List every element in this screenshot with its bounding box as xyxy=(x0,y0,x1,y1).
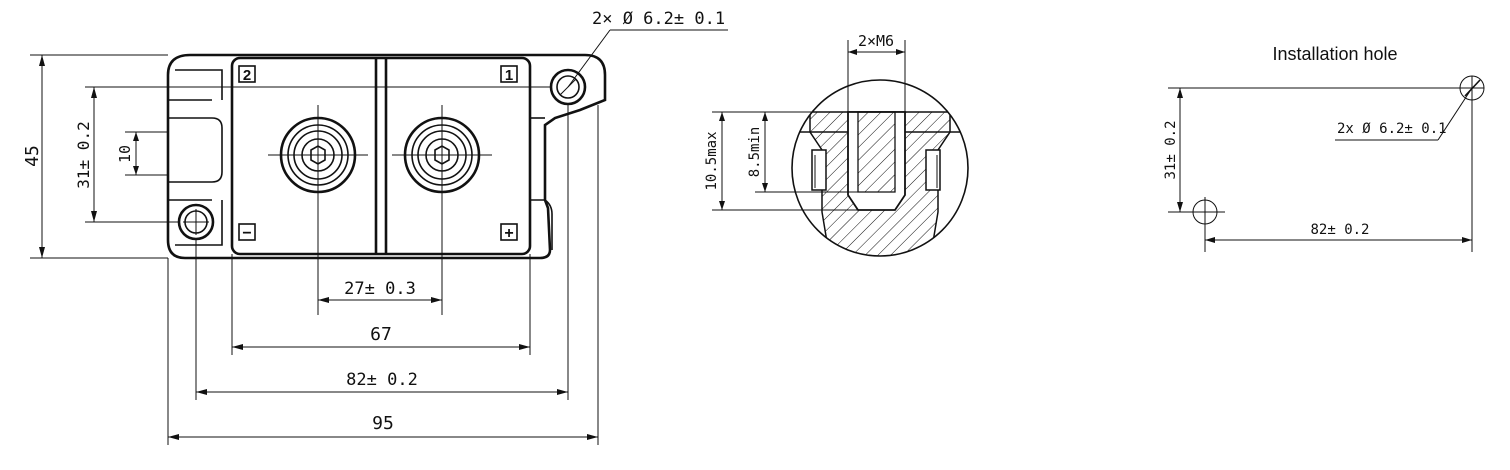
mount-hole-bottom-left xyxy=(177,203,215,241)
dim-hole-pitch-vertical: 31± 0.2 xyxy=(74,121,93,188)
front-view: 2 1 − + xyxy=(22,9,728,445)
install-hole-callout: 2x Ø 6.2± 0.1 xyxy=(1337,121,1447,137)
dim-terminal-pitch: 27± 0.3 xyxy=(344,279,416,299)
install-horizontal-dim: 82± 0.2 xyxy=(1310,222,1369,238)
terminal-2-marker xyxy=(238,65,256,83)
module-body xyxy=(230,56,532,256)
dim-height-total: 45 xyxy=(22,145,43,167)
thread-label: 2×M6 xyxy=(858,32,894,50)
terminal-2-label: 2 xyxy=(243,67,251,84)
terminal-minus-label: − xyxy=(242,225,251,242)
dim-body-width: 67 xyxy=(370,324,392,345)
depth-min-label: 8.5min xyxy=(747,127,763,178)
terminal-1-label: 1 xyxy=(505,67,513,84)
dim-overall-width: 95 xyxy=(372,413,394,434)
install-vertical-dim: 31± 0.2 xyxy=(1163,120,1179,179)
hole-callout-main: 2× Ø 6.2± 0.1 xyxy=(592,9,725,29)
terminal-1-marker xyxy=(500,65,518,83)
terminal-plus-label: + xyxy=(504,225,513,242)
dim-hole-pitch-horizontal: 82± 0.2 xyxy=(346,370,418,390)
terminal-minus-marker xyxy=(238,223,256,241)
installation-hole-view: Installation hole 31± 0.2 82± 0.2 2x Ø 6… xyxy=(1163,44,1485,252)
thread-section-view: 2×M6 10.5max 8.5min xyxy=(704,32,969,257)
dim-slot-height: 10 xyxy=(116,145,134,163)
depth-max-label: 10.5max xyxy=(704,131,720,190)
base-plate-outline xyxy=(166,53,607,260)
installation-title: Installation hole xyxy=(1272,44,1397,64)
terminal-plus-marker xyxy=(500,223,518,241)
